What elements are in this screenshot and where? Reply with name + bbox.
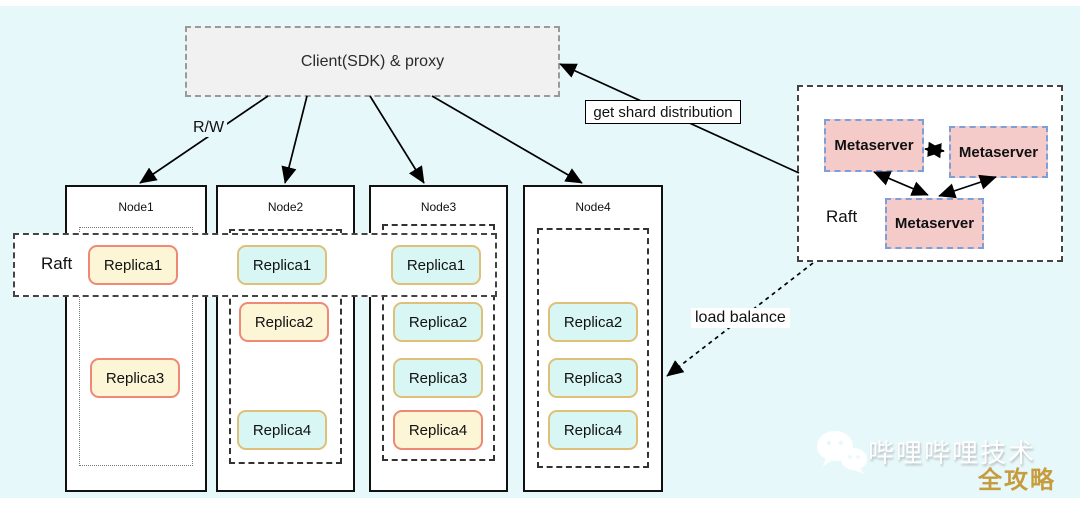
client-proxy-label: Client(SDK) & proxy (300, 52, 445, 70)
metaserver-1: Metaserver (824, 119, 924, 172)
client-proxy-box: Client(SDK) & proxy (185, 26, 560, 97)
node2-replica4: Replica4 (237, 410, 327, 450)
node3-replica2: Replica2 (393, 302, 483, 342)
watermark: 哔哩哔哩技术 全攻略 (802, 417, 1062, 497)
node1-replica3: Replica3 (90, 358, 180, 398)
node3-inner-container (382, 224, 495, 461)
node4-replica4: Replica4 (548, 410, 638, 450)
client-to-node1-arrow (139, 95, 269, 184)
load-balance-label: load balance (691, 308, 790, 328)
node2-label: Node2 (267, 200, 304, 214)
node1-label: Node1 (118, 200, 154, 214)
watermark-badge-text: 全攻略 (978, 467, 1056, 494)
metaserver-cluster-box: Metaserver Metaserver Metaserver Raft (797, 85, 1063, 262)
node4-label: Node4 (575, 200, 611, 214)
node4-replica3: Replica3 (548, 358, 638, 398)
node2-inner-container (229, 229, 342, 464)
node1-replica1: Replica1 (88, 245, 178, 285)
node2-replica2: Replica2 (239, 302, 329, 342)
raft-band-label: Raft (41, 254, 73, 273)
get-shard-distribution-label: get shard distribution (585, 100, 741, 124)
bottom-margin (0, 498, 1080, 505)
node1-box: Node1 (65, 185, 207, 492)
metaserver-raft-label: Raft (826, 207, 858, 226)
client-to-node4-arrow (431, 95, 583, 184)
node2-replica1: Replica1 (237, 245, 327, 285)
node4-replica2: Replica2 (548, 302, 638, 342)
node3-replica4: Replica4 (393, 410, 483, 450)
wechat-icon (817, 431, 867, 474)
client-to-node3-arrow (369, 95, 425, 184)
metaserver-2: Metaserver (949, 126, 1048, 178)
node3-replica3: Replica3 (393, 358, 483, 398)
node3-label: Node3 (420, 200, 457, 214)
top-margin (0, 0, 1080, 6)
rw-edge-label: R/W (190, 119, 228, 137)
client-to-node2-arrow (281, 95, 308, 184)
node3-replica1: Replica1 (391, 245, 481, 285)
node4-inner-container (537, 228, 649, 468)
watermark-brand-text: 哔哩哔哩技术 (868, 438, 1037, 468)
metaserver-3: Metaserver (885, 198, 984, 249)
node1-inner-container (79, 227, 193, 466)
